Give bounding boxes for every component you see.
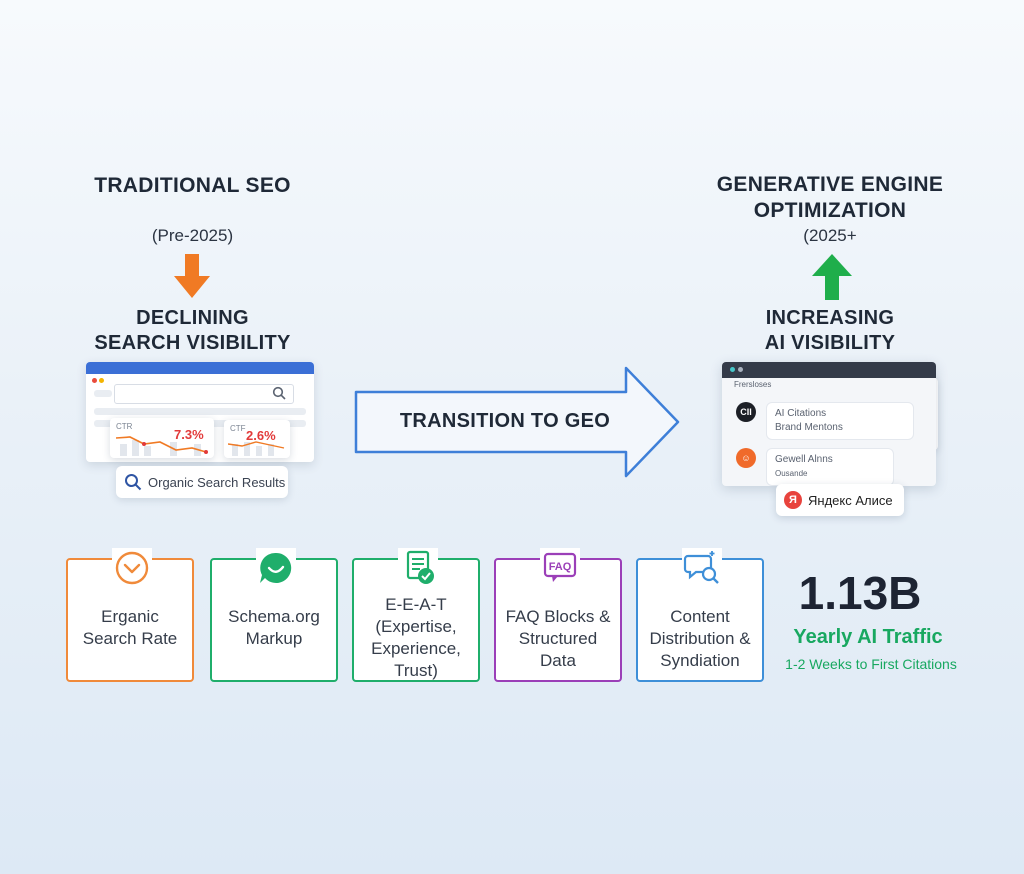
increasing-line1: INCREASING <box>765 307 895 329</box>
yearly-traffic-label: Yearly AI Traffic <box>793 626 943 648</box>
browser-dot-yellow <box>99 378 104 383</box>
feature-line: (Expertise, <box>375 617 457 636</box>
yandex-alice-label: Яндекс Алисе <box>808 492 893 508</box>
browser-titlebar <box>86 362 314 374</box>
feature-line: Syndiation <box>660 651 740 670</box>
transition-label: TRANSITION TO GEO <box>399 410 611 432</box>
faq-icon: FAQ <box>540 548 580 588</box>
feature-eeat: E-E-A-T (Expertise, Experience, Trust) <box>352 548 480 682</box>
feature-line: Experience, <box>371 639 461 658</box>
search-icon <box>125 474 142 491</box>
feature-line: Schema.org <box>228 607 320 626</box>
down-arrow-icon <box>174 254 210 298</box>
feature-line: Structured <box>518 629 598 648</box>
panel-titlebar <box>722 362 936 378</box>
geo-period: (2025+ <box>803 226 857 245</box>
feature-line: FAQ Blocks & <box>505 607 611 626</box>
declining-line2: SEARCH VISIBILITY <box>94 332 291 354</box>
feature-line: Content <box>670 607 730 626</box>
result-line <box>94 408 306 415</box>
up-arrow-icon <box>812 254 852 300</box>
ctr-card-1: CTR 7.3% <box>110 418 214 458</box>
assistant-avatar-icon: ☺ <box>736 448 756 468</box>
chat-bubble-icon <box>256 548 296 588</box>
generative-line2: Ousande <box>775 469 808 478</box>
increasing-status: INCREASING AI VISIBILITY <box>700 306 960 356</box>
chevron-circle-icon <box>112 548 152 588</box>
feature-line: Trust) <box>394 661 438 680</box>
feature-line: Distribution & <box>649 629 751 648</box>
generative-chip: Gewell Alnns Ousande <box>766 448 894 486</box>
ctr-label-1: CTR <box>116 422 133 431</box>
search-icon <box>272 386 286 400</box>
svg-text:FAQ: FAQ <box>549 561 572 573</box>
yandex-alice-card[interactable]: Я Яндекс Алисе <box>776 484 904 516</box>
generative-line1: Gewell Alnns <box>775 454 833 465</box>
declining-status: DECLINING SEARCH VISIBILITY <box>60 306 325 356</box>
brand-mentions-label: Brand Mentons <box>775 422 843 433</box>
feature-faq-blocks: FAQ FAQ Blocks & Structured Data <box>494 548 622 682</box>
feature-line: Erganic <box>101 607 159 626</box>
ctr-card-2: CTF 2.6% <box>224 420 290 458</box>
traditional-seo-title: TRADITIONAL SEO <box>94 174 291 197</box>
ctr-value-2: 2.6% <box>246 428 276 443</box>
ctr-sparkline-2 <box>228 441 285 456</box>
organic-search-pill[interactable]: Organic Search Results <box>116 466 288 498</box>
first-citations-note: 1-2 Weeks to First Citations <box>785 656 957 672</box>
ctr-sparkline-1 <box>116 436 208 456</box>
feature-line: Data <box>540 651 576 670</box>
browser-dot-red <box>92 378 97 383</box>
geo-title: GENERATIVE ENGINE OPTIMIZATION <box>680 172 980 224</box>
ctr-label-2: CTF <box>230 424 246 433</box>
declining-line1: DECLINING <box>136 307 249 329</box>
feature-content-distribution: Content Distribution & Syndiation <box>636 548 764 682</box>
panel-window-title: Frersloses <box>734 380 772 389</box>
placeholder-line <box>94 390 112 397</box>
feature-line: E-E-A-T <box>385 595 447 614</box>
ai-citations-label: AI Citations <box>775 408 827 419</box>
panel-dot-teal <box>730 367 735 372</box>
feature-organic-search-rate: Erganic Search Rate <box>66 548 194 682</box>
yearly-traffic-value: 1.13B <box>798 567 922 619</box>
traditional-seo-period: (Pre-2025) <box>151 226 234 245</box>
feature-schema-markup: Schema.org Markup <box>210 548 338 682</box>
transition-arrow <box>354 366 680 478</box>
increasing-line2: AI VISIBILITY <box>764 332 896 354</box>
feature-line: Search Rate <box>82 629 178 648</box>
cii-logo: CII <box>736 402 756 422</box>
panel-dot-grey <box>738 367 743 372</box>
geo-title-line2: OPTIMIZATION <box>753 199 907 222</box>
ai-citations-chip: AI Citations Brand Mentons <box>766 402 914 440</box>
geo-title-line1: GENERATIVE ENGINE <box>716 173 944 196</box>
yandex-logo-icon: Я <box>784 491 802 509</box>
organic-search-label: Organic Search Results <box>148 474 286 490</box>
ai-assistant-panel: Frersloses AI Citations Brand Mentons CI… <box>722 362 936 486</box>
ctr-value-1: 7.3% <box>174 427 204 442</box>
document-check-icon <box>398 548 438 588</box>
browser-search-box <box>114 384 294 404</box>
feature-line: Markup <box>245 629 303 648</box>
chat-search-icon <box>682 548 722 588</box>
